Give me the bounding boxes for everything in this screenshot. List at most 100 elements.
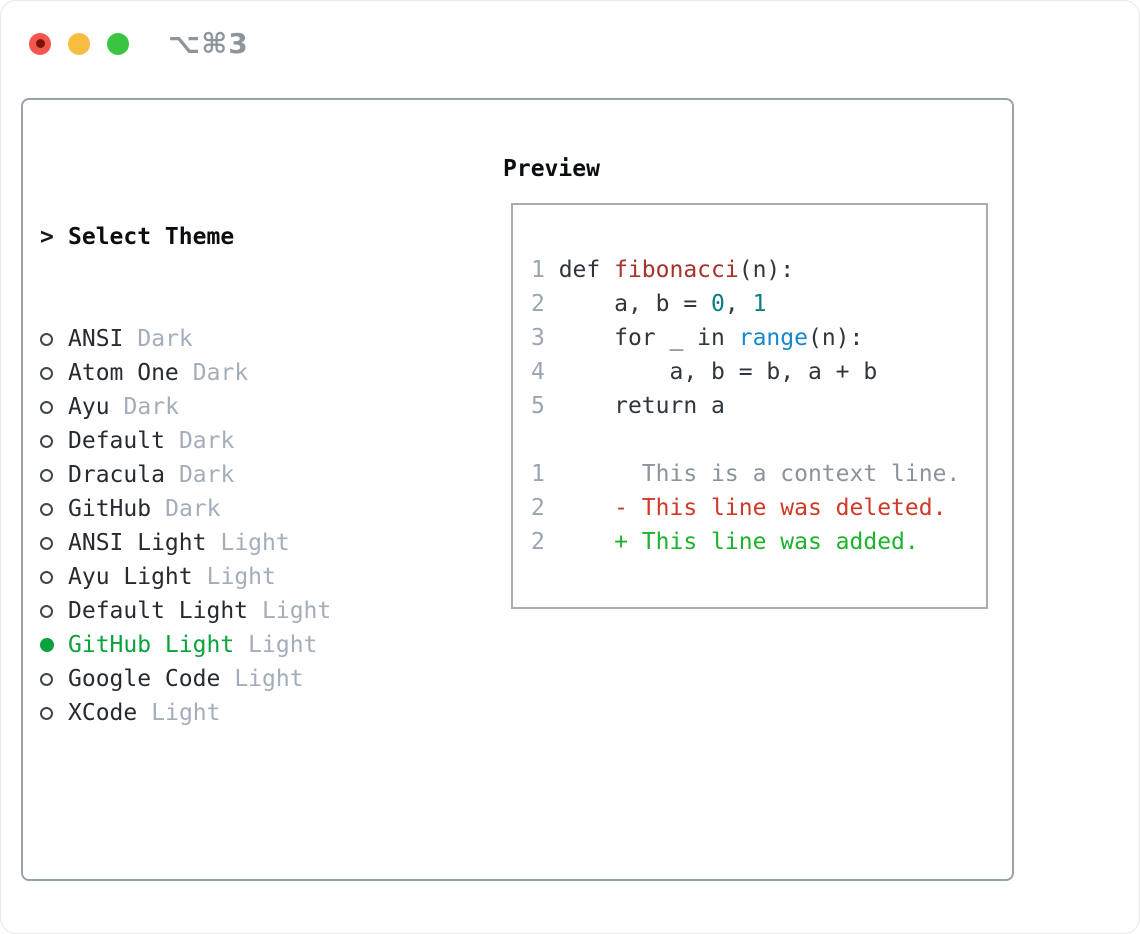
radio-icon	[40, 400, 68, 414]
line-number: 1	[531, 257, 559, 283]
line-number: 2	[531, 291, 559, 317]
token-builtin: range	[738, 325, 808, 351]
line-number: 2	[531, 495, 559, 521]
token-number: 1	[752, 291, 767, 317]
zoom-button[interactable]	[107, 32, 129, 55]
filled-circle-icon	[40, 638, 54, 652]
circle-icon	[40, 332, 53, 346]
line-number: 1	[531, 461, 559, 487]
theme-option-xcode-label: XCode	[68, 700, 138, 726]
token-deleted: - This line was deleted.	[558, 495, 947, 521]
minimize-button[interactable]	[68, 32, 90, 55]
theme-option-ayu-label: Ayu	[68, 394, 110, 420]
cursor-marker: >	[40, 220, 68, 254]
selected-radio-icon	[40, 638, 68, 652]
radio-icon	[40, 332, 68, 346]
theme-option-github-light-variant-tag: Light	[248, 632, 318, 658]
token-added: + This line was added.	[558, 529, 919, 555]
theme-option-ayu-light[interactable]: Ayu Light Light	[40, 560, 428, 594]
radio-icon	[40, 502, 68, 516]
line-number: 2	[531, 529, 559, 555]
code-line: 1 This is a context line.	[531, 457, 986, 491]
theme-option-github-variant-tag: Dark	[165, 496, 221, 522]
theme-option-github-light-label: GitHub Light	[68, 632, 235, 658]
cursor-icon: >	[40, 224, 54, 250]
theme-option-ansi-variant-tag: Dark	[137, 326, 193, 352]
token-default: for _ in	[558, 325, 739, 351]
preview-title: Preview	[503, 156, 600, 182]
theme-option-github[interactable]: GitHub Dark	[40, 492, 428, 526]
token-default: (n):	[738, 257, 795, 283]
theme-option-ansi-light-variant-tag: Light	[220, 530, 290, 556]
radio-icon	[40, 604, 68, 618]
radio-icon	[40, 570, 68, 584]
theme-option-github-light[interactable]: GitHub Light Light	[40, 628, 428, 662]
theme-option-default-light-variant-tag: Light	[262, 598, 332, 624]
titlebar: ⌥⌘3	[29, 27, 249, 60]
radio-icon	[40, 672, 68, 686]
preview-code: 1 def fibonacci(n): 2 a, b = 0, 1 3 for _ …	[531, 253, 986, 559]
code-line: 5 return a	[531, 389, 986, 423]
token-context: This is a context line.	[558, 461, 961, 487]
circle-icon	[40, 706, 53, 720]
theme-option-dracula[interactable]: Dracula Dark	[40, 458, 428, 492]
theme-option-ansi-light-label: ANSI Light	[68, 530, 207, 556]
circle-icon	[40, 400, 53, 414]
circle-icon	[40, 570, 53, 584]
keyboard-shortcut-label: ⌥⌘3	[168, 27, 249, 60]
theme-option-ayu-variant-tag: Dark	[123, 394, 179, 420]
theme-option-google-code-variant-tag: Light	[234, 666, 304, 692]
theme-option-dracula-label: Dracula	[68, 462, 165, 488]
theme-option-ansi[interactable]: ANSI Dark	[40, 322, 428, 356]
radio-icon	[40, 366, 68, 380]
close-button[interactable]	[29, 32, 51, 55]
theme-option-default-label: Default	[68, 428, 165, 454]
token-default: a, b = b, a + b	[558, 359, 878, 385]
line-number: 4	[531, 359, 559, 385]
theme-option-xcode-variant-tag: Light	[151, 700, 221, 726]
circle-icon	[40, 366, 53, 380]
code-line: 2 + This line was added.	[531, 525, 986, 559]
circle-icon	[40, 604, 53, 618]
token-default: ,	[724, 291, 753, 317]
circle-icon	[40, 502, 53, 516]
token-default: (n):	[807, 325, 864, 351]
circle-icon	[40, 536, 53, 550]
code-line: 3 for _ in range(n):	[531, 321, 986, 355]
theme-option-default-variant-tag: Dark	[178, 428, 235, 454]
blank-line	[531, 423, 986, 457]
theme-list-title: Select Theme	[68, 224, 235, 250]
radio-icon	[40, 706, 68, 720]
radio-icon	[40, 434, 68, 448]
theme-option-atom-one-label: Atom One	[68, 360, 179, 386]
theme-option-ayu-light-variant-tag: Light	[206, 564, 276, 590]
theme-option-atom-one-variant-tag: Dark	[192, 360, 249, 386]
theme-option-ayu[interactable]: Ayu Dark	[40, 390, 428, 424]
token-function: fibonacci	[614, 257, 739, 283]
code-line: 1 def fibonacci(n):	[531, 253, 986, 287]
preview-column: Preview 1 def fibonacci(n): 2 a, b = 0, 1…	[503, 152, 988, 609]
radio-icon	[40, 468, 68, 482]
theme-option-atom-one[interactable]: Atom One Dark	[40, 356, 428, 390]
theme-option-dracula-variant-tag: Dark	[178, 462, 235, 488]
token-number: 0	[711, 291, 725, 317]
radio-icon	[40, 536, 68, 550]
select-theme-header: > Select Theme	[40, 220, 428, 254]
theme-option-ansi-label: ANSI	[68, 326, 124, 352]
token-default: return a	[558, 393, 725, 419]
code-line: 4 a, b = b, a + b	[531, 355, 986, 389]
token-default: a, b =	[558, 291, 712, 317]
theme-option-ayu-light-label: Ayu Light	[68, 564, 193, 590]
theme-option-xcode[interactable]: XCode Light	[40, 696, 428, 730]
code-line: 2 - This line was deleted.	[531, 491, 986, 525]
line-number: 3	[531, 325, 559, 351]
theme-option-default[interactable]: Default Dark	[40, 424, 428, 458]
unsaved-dot-icon	[35, 39, 45, 48]
theme-option-ansi-light[interactable]: ANSI Light Light	[40, 526, 428, 560]
theme-option-github-label: GitHub	[68, 496, 152, 522]
